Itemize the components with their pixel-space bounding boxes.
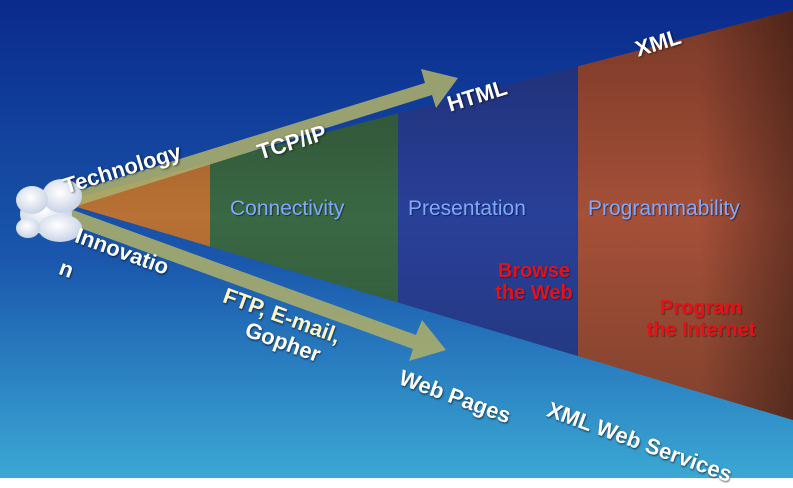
stage-presentation: Presentation [408, 197, 526, 220]
wedge-rim [700, 10, 793, 420]
cloud-icon [16, 179, 82, 242]
stage-programmability: Programmability [588, 197, 740, 220]
outcome-program-line2: the Internet [646, 319, 756, 341]
outcome-program-internet: Program the Internet [636, 297, 766, 341]
outcome-browse-web: Browse the Web [484, 260, 584, 304]
stage-connectivity: Connectivity [230, 197, 345, 220]
technology-arrow [60, 69, 458, 210]
outcome-browse-line2: the Web [495, 282, 573, 304]
outcome-browse-line1: Browse [497, 260, 571, 282]
diagram-graphic [0, 0, 793, 478]
outcome-program-line1: Program [659, 297, 743, 319]
innovation-arrow [58, 206, 446, 361]
